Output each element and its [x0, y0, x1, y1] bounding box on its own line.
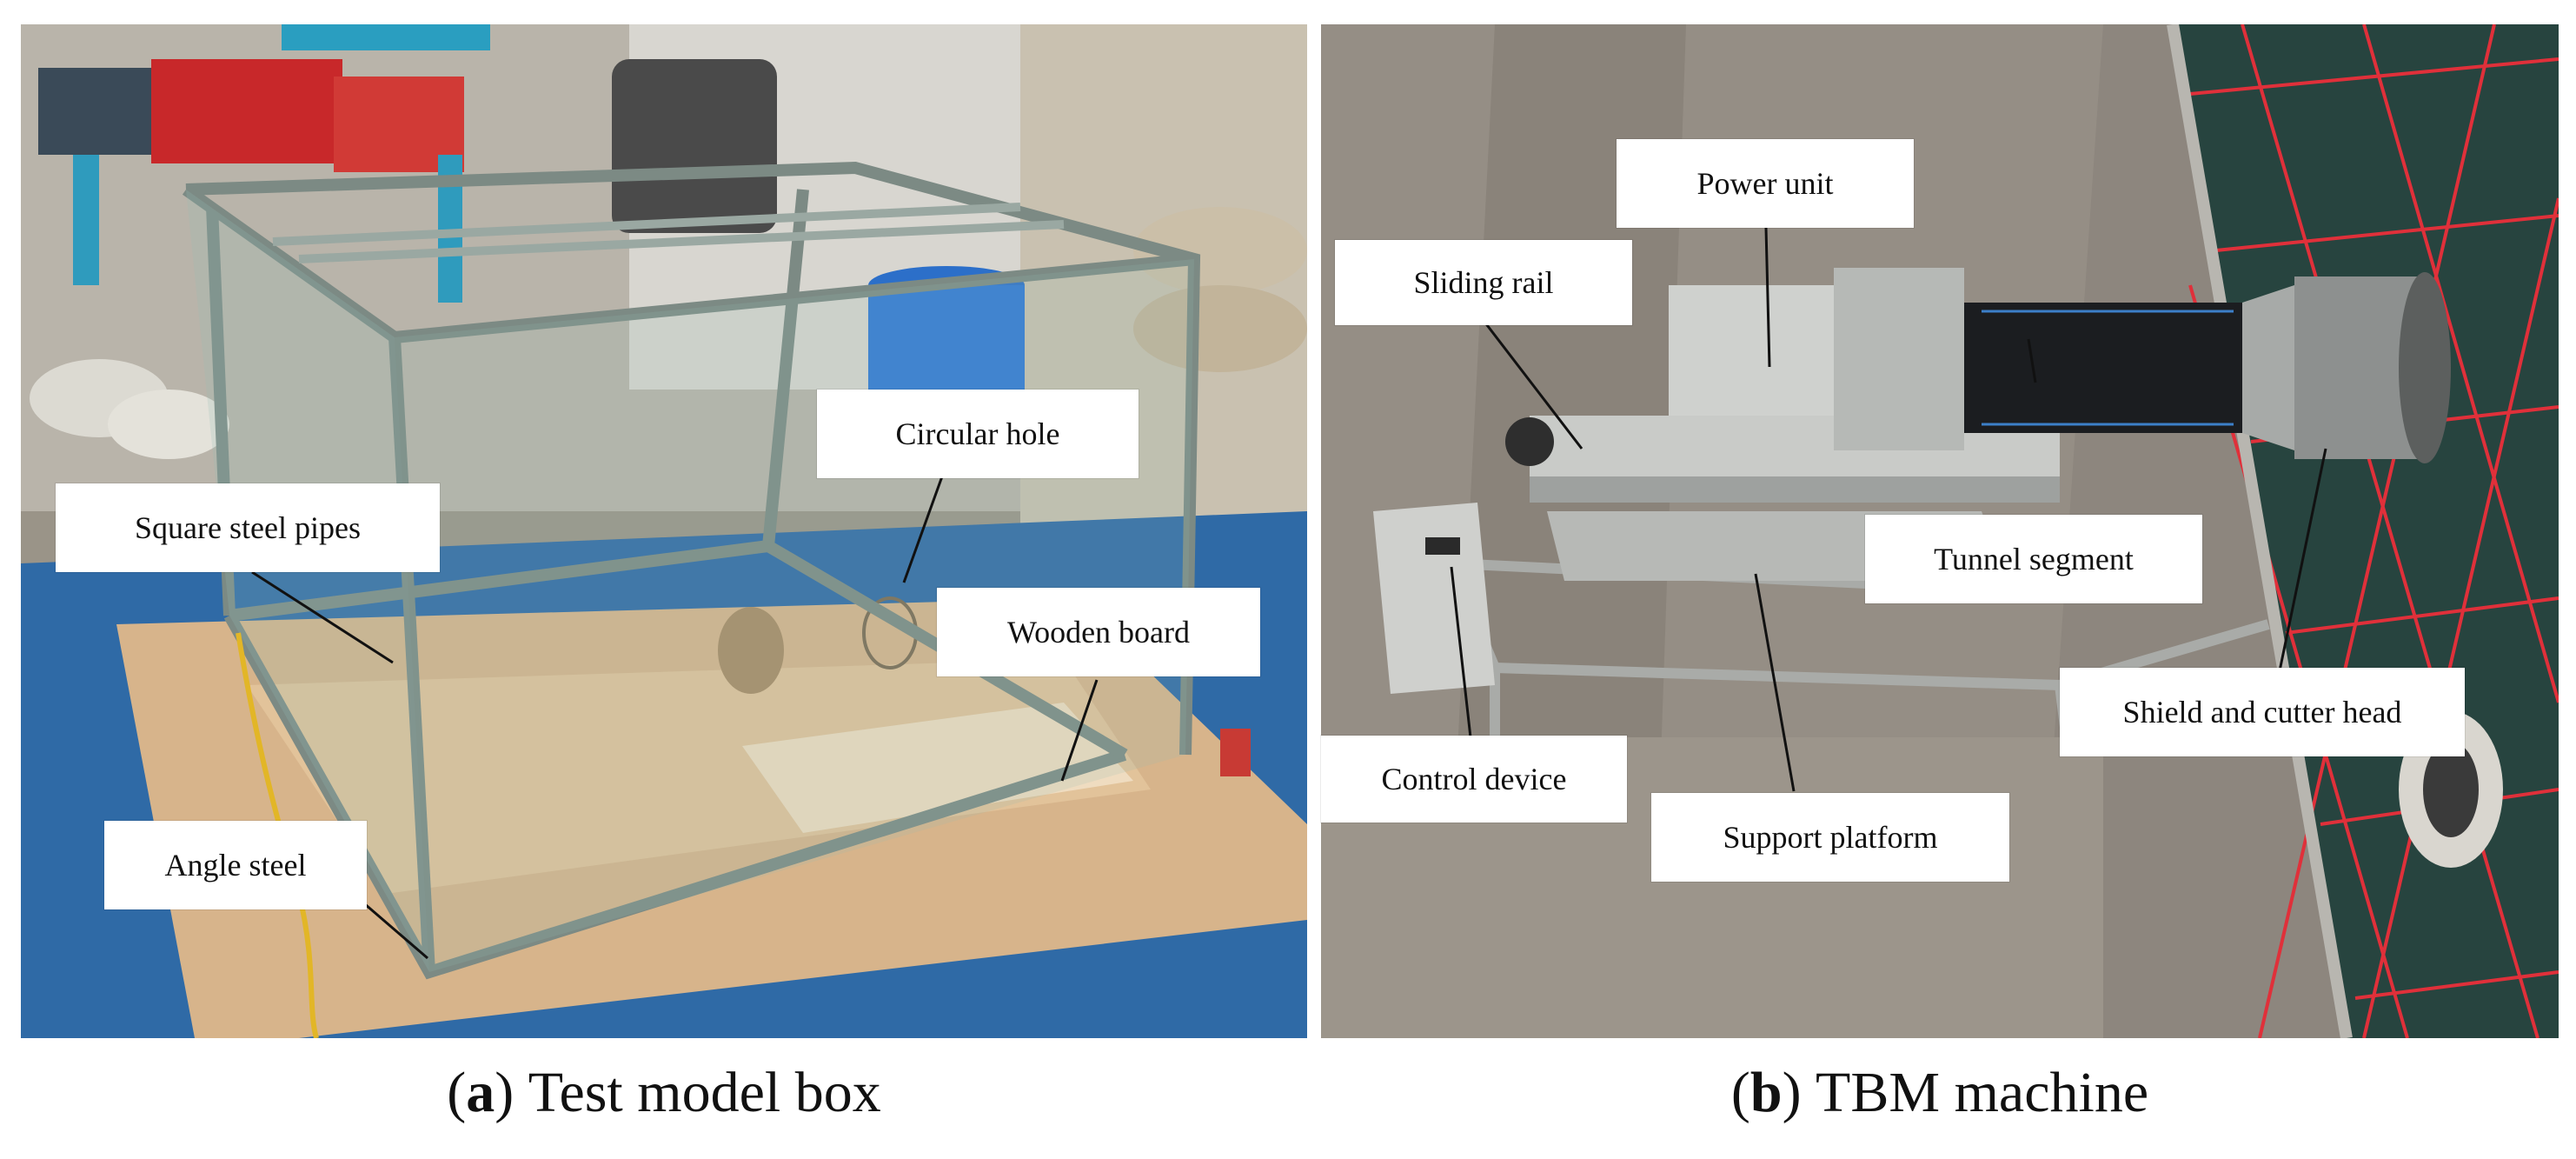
caption-a-text: Test model box: [528, 1061, 881, 1124]
label-control-device: Control device: [1321, 736, 1627, 823]
caption-a: (a) Test model box: [447, 1061, 881, 1124]
label-angle-steel: Angle steel: [104, 821, 367, 909]
label-tunnel-segment: Tunnel segment: [1865, 515, 2202, 603]
label-wooden-board: Wooden board: [937, 588, 1260, 676]
label-power-unit: Power unit: [1617, 139, 1914, 228]
caption-b-letter: b: [1749, 1061, 1783, 1124]
caption-b-text: TBM machine: [1816, 1061, 2149, 1124]
caption-b: (b) TBM machine: [1730, 1061, 2149, 1124]
label-sliding-rail: Sliding rail: [1335, 240, 1632, 325]
caption-a-letter: a: [466, 1061, 495, 1124]
label-square-steel-pipes: Square steel pipes: [56, 483, 440, 572]
label-shield-and-cutter-head: Shield and cutter head: [2060, 668, 2465, 756]
label-support-platform: Support platform: [1651, 793, 2009, 882]
label-circular-hole: Circular hole: [817, 390, 1139, 478]
